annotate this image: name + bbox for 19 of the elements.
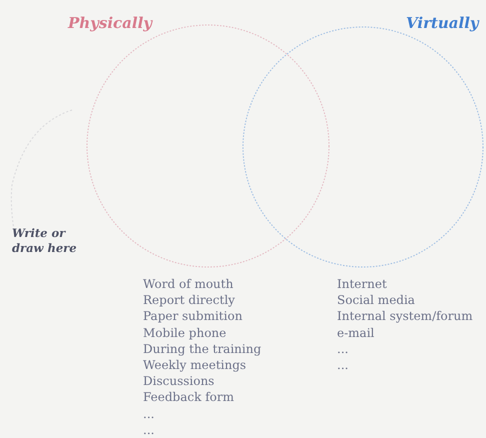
list-item: Mobile phone <box>143 324 226 341</box>
list-item: Social media <box>337 292 415 308</box>
list-item: Internet <box>337 276 387 292</box>
list-item: ... <box>337 357 348 373</box>
list-item: Internal system/forum <box>337 308 473 324</box>
list-item: Weekly meetings <box>143 357 246 373</box>
list-item: During the training <box>143 340 262 357</box>
list-item: Report directly <box>143 292 235 308</box>
set-title: Virtually <box>406 14 479 32</box>
list-item: ... <box>143 422 154 438</box>
set-title: Physically <box>68 14 152 32</box>
list-item: e-mail <box>337 324 374 341</box>
list-item: ... <box>337 340 348 357</box>
list-item: Paper submition <box>143 308 242 324</box>
list-item: Discussions <box>143 373 214 390</box>
list-item: Feedback form <box>143 389 234 406</box>
instruction-note: Write or draw here <box>12 226 78 256</box>
list-item: Word of mouth <box>143 276 234 292</box>
list-item: ... <box>143 406 154 422</box>
